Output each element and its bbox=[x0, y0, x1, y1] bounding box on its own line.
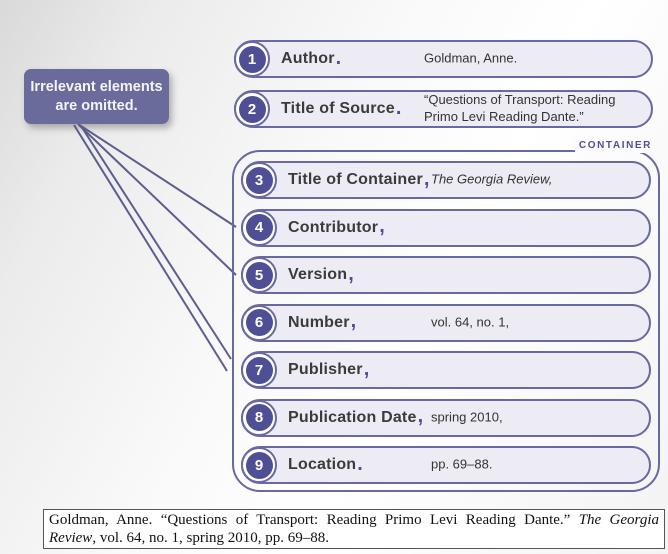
element-punctuation: , bbox=[348, 262, 354, 285]
element-number: 1 bbox=[238, 45, 266, 73]
element-label: Publication Date bbox=[288, 408, 417, 426]
element-number-ring: 1 bbox=[234, 41, 270, 77]
element-value: “Questions of Transport: Reading Primo L… bbox=[424, 92, 616, 124]
element-value: Goldman, Anne. bbox=[424, 50, 518, 66]
element-row: 4 Contributor , bbox=[241, 208, 651, 247]
works-cited-entry: Goldman, Anne. “Questions of Transport: … bbox=[43, 509, 665, 549]
citation-line-1: Goldman, Anne. “Questions of Transport: … bbox=[49, 511, 659, 529]
element-number-ring: 7 bbox=[241, 352, 277, 388]
element-row: 6 Number , vol. 64, no. 1, bbox=[241, 303, 651, 342]
element-label: Contributor bbox=[288, 218, 379, 236]
element-row: 8 Publication Date , spring 2010, bbox=[241, 398, 651, 437]
citation-text-run: The Georgia bbox=[578, 512, 659, 528]
element-row: 5 Version , bbox=[241, 256, 651, 294]
element-label: Version bbox=[288, 266, 348, 283]
element-number: 8 bbox=[245, 404, 273, 431]
citation-text-run: , vol. 64, no. 1, spring 2010, pp. 69–88… bbox=[92, 530, 329, 547]
callout-text-line1: Irrelevant elements bbox=[30, 78, 163, 95]
element-punctuation: . bbox=[357, 452, 363, 475]
element-row: 7 Publisher , bbox=[241, 351, 651, 389]
element-value: The Georgia Review, bbox=[431, 171, 553, 187]
container-label: CONTAINER bbox=[574, 139, 656, 153]
element-number: 4 bbox=[245, 214, 273, 241]
element-punctuation: , bbox=[363, 357, 370, 380]
element-number-ring: 2 bbox=[234, 91, 270, 127]
element-number: 6 bbox=[245, 309, 273, 336]
element-label: Publisher bbox=[288, 361, 363, 378]
element-label: Author bbox=[281, 50, 335, 67]
element-label: Title of Container bbox=[288, 171, 423, 188]
element-punctuation: , bbox=[350, 310, 357, 332]
element-number-ring: 6 bbox=[241, 304, 277, 341]
callout-text-line2: are omitted. bbox=[55, 97, 138, 114]
element-number-ring: 8 bbox=[241, 399, 277, 436]
element-punctuation: . bbox=[335, 46, 342, 69]
element-row: 2 Title of Source . “Questions of Transp… bbox=[234, 90, 653, 128]
element-punctuation: , bbox=[379, 215, 385, 237]
element-value: spring 2010, bbox=[431, 409, 503, 425]
element-number: 7 bbox=[245, 356, 273, 384]
element-number-ring: 4 bbox=[241, 209, 277, 246]
element-label: Location bbox=[288, 456, 357, 473]
citation-text-run: Goldman, Anne. “Questions of Transport: … bbox=[49, 512, 579, 528]
element-number-ring: 3 bbox=[241, 162, 277, 198]
element-punctuation: . bbox=[395, 96, 402, 119]
element-number: 9 bbox=[245, 451, 273, 479]
element-punctuation: , bbox=[417, 405, 424, 427]
element-number-ring: 9 bbox=[241, 447, 277, 483]
element-row: 1 Author . Goldman, Anne. bbox=[234, 40, 653, 78]
element-punctuation: , bbox=[423, 167, 430, 190]
element-number: 3 bbox=[245, 166, 273, 194]
element-row: 3 Title of Container , The Georgia Revie… bbox=[241, 161, 651, 199]
source-elements-list: 1 Author . Goldman, Anne. 2 Title of Sou… bbox=[234, 40, 653, 128]
element-value: pp. 69–88. bbox=[431, 456, 493, 472]
container-group: CONTAINER 3 Title of Container , The Geo… bbox=[232, 139, 660, 492]
citation-line-2: Review, vol. 64, no. 1, spring 2010, pp.… bbox=[49, 529, 659, 547]
omitted-elements-callout: Irrelevant elements are omitted. bbox=[24, 69, 169, 124]
citation-text-run: Review bbox=[49, 530, 93, 547]
element-label: Title of Source bbox=[281, 100, 395, 117]
element-number-ring: 5 bbox=[241, 257, 277, 293]
element-label: Number bbox=[288, 313, 350, 331]
element-row: 9 Location . pp. 69–88. bbox=[241, 446, 651, 484]
element-value: vol. 64, no. 1, bbox=[431, 314, 510, 330]
element-number: 2 bbox=[238, 95, 266, 123]
element-number: 5 bbox=[245, 261, 273, 289]
